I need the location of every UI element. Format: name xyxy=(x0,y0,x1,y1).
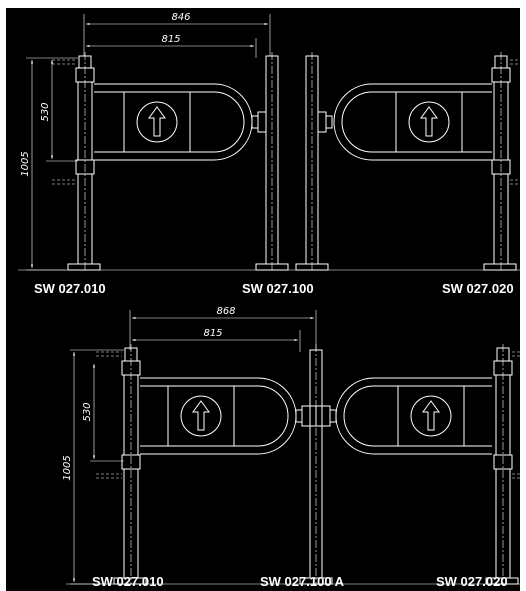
top-height-dimensions: 1005 530 xyxy=(20,57,78,271)
bottom-section: 868 815 1005 530 xyxy=(62,306,520,589)
label-top-center: SW 027.100 xyxy=(242,281,314,296)
dim-bottom-815: 815 xyxy=(203,328,222,339)
turnstile-drawing: 846 815 1005 530 xyxy=(18,12,520,589)
bottom-height-dimensions: 1005 530 xyxy=(62,349,124,585)
bottom-width-dimensions: 868 815 xyxy=(129,306,317,352)
bottom-right-gate xyxy=(335,344,520,585)
bottom-left-gate xyxy=(96,344,303,585)
top-right-gate xyxy=(333,52,520,271)
label-top-left: SW 027.010 xyxy=(34,281,106,296)
dim-bottom-1005: 1005 xyxy=(62,455,73,480)
drawing-sheet: 846 815 1005 530 xyxy=(6,8,520,591)
top-left-gate xyxy=(52,52,267,271)
dim-top-846: 846 xyxy=(171,12,190,23)
top-center-posts xyxy=(255,52,333,271)
bottom-center-post xyxy=(299,344,337,585)
label-bottom-right: SW 027.020 xyxy=(436,574,508,589)
dim-top-815: 815 xyxy=(161,34,180,45)
dim-bottom-530: 530 xyxy=(82,402,93,421)
label-bottom-left: SW 027.010 xyxy=(92,574,164,589)
top-section: 846 815 1005 530 xyxy=(18,12,520,296)
dim-top-1005: 1005 xyxy=(20,151,31,176)
label-top-right: SW 027.020 xyxy=(442,281,514,296)
top-width-dimensions: 846 815 xyxy=(83,12,271,58)
dim-top-530: 530 xyxy=(40,102,51,121)
label-bottom-center: SW 027.100 A xyxy=(260,574,345,589)
dim-bottom-868: 868 xyxy=(216,306,235,317)
